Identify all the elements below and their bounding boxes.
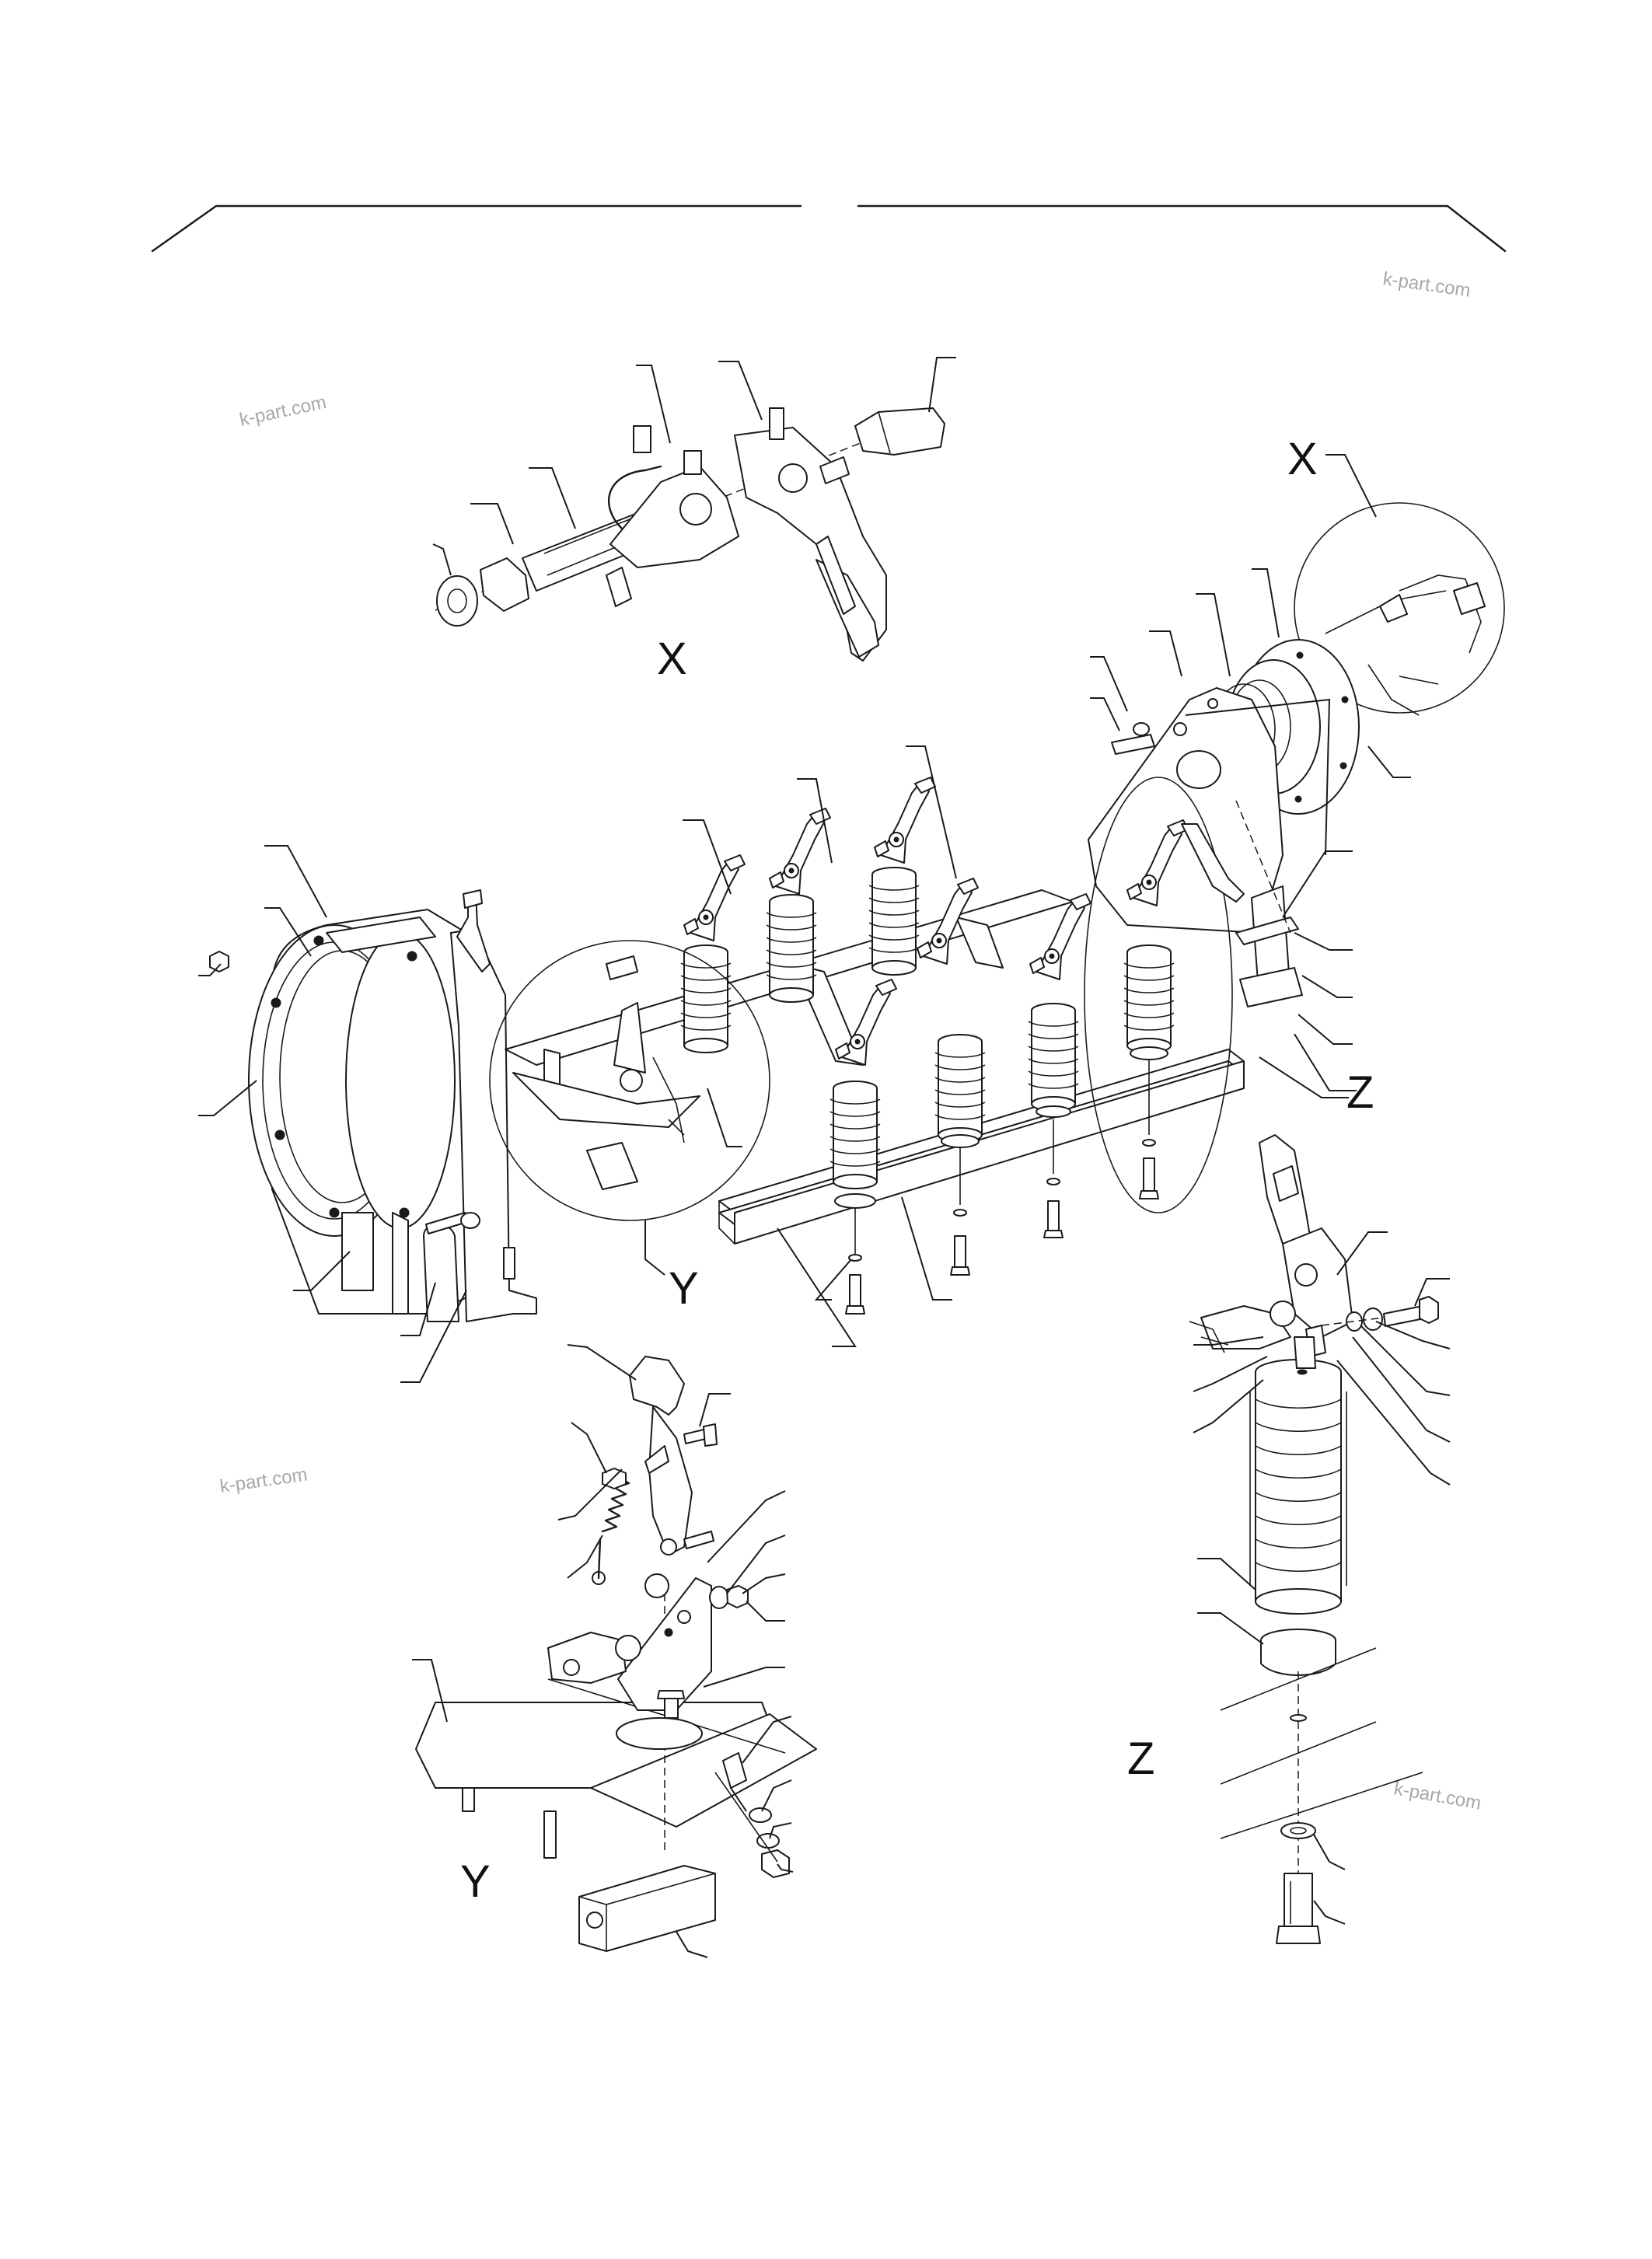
right-housing bbox=[1088, 568, 1411, 934]
washer-icon bbox=[1280, 1822, 1316, 1839]
insulator-icon bbox=[868, 867, 920, 976]
callout-y: Y bbox=[489, 940, 770, 1314]
bolt-icon bbox=[1143, 1157, 1155, 1192]
watermark-3: k-part.com bbox=[218, 1464, 309, 1497]
left-frame bbox=[198, 845, 537, 1383]
view-label-y-callout: Y bbox=[669, 1263, 699, 1314]
bolt-icon bbox=[1111, 734, 1155, 755]
washer-icon bbox=[749, 1807, 772, 1823]
detail-x-assembly: X bbox=[432, 357, 956, 684]
insulator-icon bbox=[829, 1081, 881, 1189]
bolt-icon bbox=[1383, 1305, 1425, 1327]
watermark-2: k-part.com bbox=[238, 392, 328, 431]
bolt-icon bbox=[1284, 1873, 1313, 1929]
watermark-1: k-part.com bbox=[1381, 268, 1472, 302]
washer-icon bbox=[709, 1586, 729, 1609]
insulator-icon bbox=[766, 894, 817, 1003]
view-label-x-callout: X bbox=[1287, 434, 1318, 484]
callout-z: Z bbox=[1084, 777, 1374, 1213]
detail-z-assembly: Z bbox=[1127, 1134, 1451, 1944]
block-icon bbox=[578, 1865, 716, 1952]
insulator-icon bbox=[1123, 944, 1175, 1053]
bolt-icon bbox=[849, 1274, 861, 1307]
washer-icon bbox=[941, 1134, 980, 1148]
insulator-icon bbox=[1028, 1003, 1079, 1112]
bolt-icon bbox=[954, 1235, 966, 1268]
view-label-z-detail: Z bbox=[1127, 1734, 1154, 1784]
coupling-icon bbox=[854, 407, 945, 456]
spring-icon bbox=[592, 1475, 630, 1585]
block-icon bbox=[586, 1142, 638, 1190]
nut-icon bbox=[761, 1849, 790, 1878]
bolt-icon bbox=[1047, 1200, 1060, 1231]
detail-y-assembly: Y bbox=[412, 1344, 817, 1958]
insulator-icon bbox=[680, 944, 732, 1053]
insulator-icon bbox=[1249, 1359, 1347, 1676]
bolt-icon bbox=[769, 407, 784, 440]
nut-icon bbox=[480, 557, 529, 612]
bolt-icon bbox=[722, 1752, 747, 1789]
washer-icon bbox=[1130, 1046, 1168, 1060]
nut-icon bbox=[209, 951, 229, 972]
bolt-icon bbox=[683, 1531, 714, 1549]
washer-icon bbox=[1036, 1105, 1071, 1118]
insulator-row bbox=[680, 745, 1189, 1315]
washer-icon bbox=[436, 575, 478, 627]
bolt-icon bbox=[1294, 1336, 1316, 1369]
view-label-y-detail: Y bbox=[460, 1856, 491, 1907]
header-frame bbox=[151, 204, 1507, 253]
watermark-4: k-part.com bbox=[1392, 1778, 1483, 1814]
callout-x: X bbox=[1287, 434, 1505, 716]
bolt-icon bbox=[633, 425, 651, 453]
insulator-icon bbox=[934, 1034, 986, 1143]
cam-icon bbox=[629, 1356, 685, 1416]
washer-icon bbox=[834, 1193, 876, 1209]
view-label-x-top: X bbox=[657, 634, 687, 684]
view-label-z-callout: Z bbox=[1346, 1067, 1374, 1118]
